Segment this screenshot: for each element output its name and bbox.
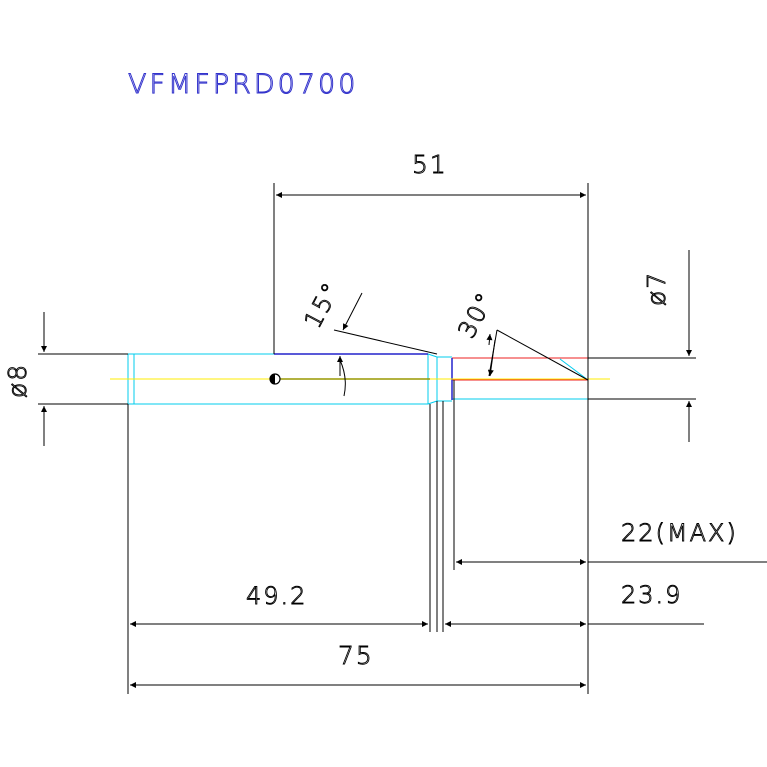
dim-total-length-label: 75 [338,641,374,670]
dim-tip-length: 51 [273,150,589,694]
dim-tip-diameter: ø7 [588,250,696,442]
dim-total-length: 75 [130,641,586,688]
part-code-title: VFMFPRD0700 [128,69,358,100]
dim-max-length-label: 22(MAX) [621,519,738,547]
dim-max-length: 22(MAX) [453,380,767,570]
angle-point-label: 30° [453,287,501,343]
tip-lower-outline [452,379,589,400]
dim-shank-diameter-label: ø8 [3,363,32,398]
dim-flute-length-label: 23.9 [621,581,682,609]
dim-shank-diameter: ø8 [3,312,128,446]
angle-chamfer-label: 15° [299,277,347,333]
dim-tip-length-label: 51 [412,150,448,179]
dim-shank-length: 49.2 [127,401,438,694]
dim-shank-length-label: 49.2 [246,582,307,610]
part-body [110,353,610,405]
dim-tip-diameter-label: ø7 [642,271,671,306]
dim-flute-length: 23.9 [442,401,704,632]
angle-chamfer: 15° [298,276,438,397]
angle-point: 30° [452,286,589,381]
